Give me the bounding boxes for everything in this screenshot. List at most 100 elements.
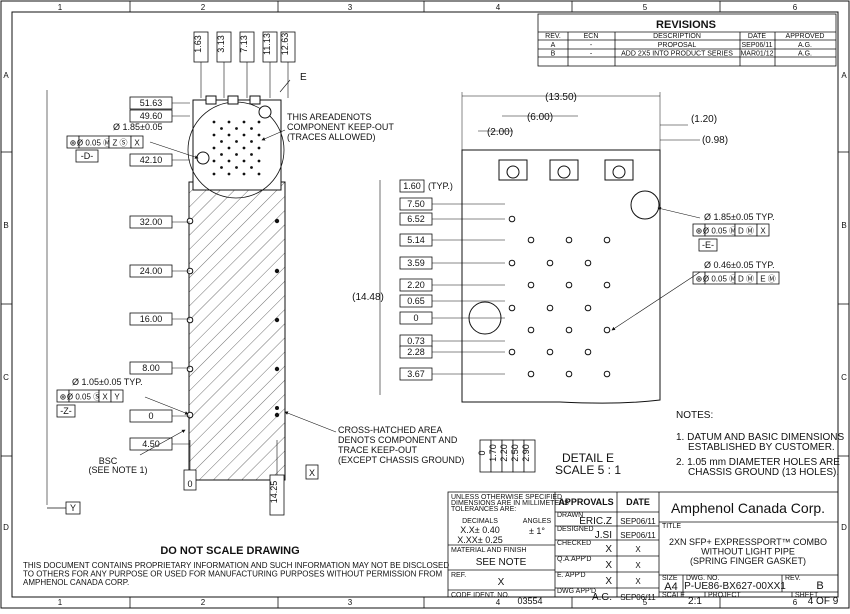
ref: X <box>498 577 505 588</box>
revision-header: REV. <box>545 33 561 40</box>
approval-role: DRAWN <box>557 512 583 519</box>
dim-098: (0.98) <box>702 135 728 146</box>
material: SEE NOTE <box>476 557 527 568</box>
detail-left-dim: 7.50 <box>407 199 425 209</box>
note-line: 2. 1.05 mm DIAMETER HOLES ARE <box>676 457 840 468</box>
detail-e-dimensions: (13.50)(6.00)(2.00)(1.20)(0.98)(14.48)1.… <box>352 92 780 477</box>
detail-bottom-dim: 2.20 <box>499 444 509 462</box>
tol-header: TOLERANCES ARE: <box>451 506 516 513</box>
approval-date: X <box>635 577 641 586</box>
detail-left-dim: 2.28 <box>407 347 425 357</box>
detail-bottom-dim: 2.90 <box>521 444 531 462</box>
zone-col-top: 1 <box>58 3 63 12</box>
revision-cell: - <box>590 42 593 49</box>
crosshatch-note: TRACE KEEP-OUT <box>338 445 418 455</box>
zone-row-right: B <box>841 221 846 230</box>
dim-1448: (14.48) <box>352 292 384 303</box>
approval-date: SEP06/11 <box>620 517 656 526</box>
tol-xx: X.XX± 0.25 <box>457 535 502 545</box>
approval-date: SEP06/11 <box>620 593 656 602</box>
keepout-note: THIS AREADENOTS <box>287 112 372 122</box>
keepout-note: COMPONENT KEEP-OUT <box>287 122 394 132</box>
zone-col-bottom: 6 <box>793 598 798 607</box>
crosshatch-area <box>188 181 286 481</box>
zone-row-left: D <box>3 523 9 532</box>
dim-120: (1.20) <box>691 114 717 125</box>
proprietary-line: AMPHENOL CANADA CORP. <box>23 578 129 587</box>
big-datum-hole <box>630 190 660 220</box>
datum-d: -D- <box>81 151 94 161</box>
revision-header: DATE <box>748 33 766 40</box>
revision-cell: PROPOSAL <box>658 42 697 49</box>
title-label: TITLE <box>662 523 681 530</box>
revision-cell: B <box>551 51 556 58</box>
date-label: DATE <box>626 497 650 507</box>
small-hole-fcf-cell: E Ⓜ <box>760 275 776 284</box>
ground-fcf-cell: X <box>102 393 108 402</box>
left-dim: 16.00 <box>140 314 163 324</box>
material-label: MATERIAL AND FINISH <box>451 547 526 554</box>
left-dim: 32.00 <box>140 217 163 227</box>
crosshatch-note: CROSS-HATCHED AREA <box>338 425 442 435</box>
rev: B <box>816 580 823 592</box>
big-hole-fcf-cell: D Ⓜ <box>738 227 754 236</box>
code-label: CODE IDENT. NO. <box>451 592 510 599</box>
detail-left-dim: 0.65 <box>407 296 425 306</box>
tol-angle: ± 1° <box>529 526 545 536</box>
zone-col-bottom: 3 <box>348 598 353 607</box>
revisions-table <box>537 13 837 67</box>
detail-bottom-dim: 0 <box>477 450 487 455</box>
revision-cell: A <box>551 42 556 49</box>
revision-header: DESCRIPTION <box>653 33 701 40</box>
datum-e: -E- <box>702 240 714 250</box>
ground-hole-note: Ø 1.05±0.05 TYP. <box>72 377 143 387</box>
left-dim: 51.63 <box>140 98 163 108</box>
proprietary-line: TO OTHERS FOR ANY PURPOSE OR USED FOR MA… <box>23 570 442 579</box>
dim-typ: (TYP.) <box>428 181 453 191</box>
zone-row-right: A <box>841 71 847 80</box>
bottom-dim-0: 0 <box>187 479 192 489</box>
dim-200: (2.00) <box>487 127 513 138</box>
zone-col-top: 2 <box>201 3 206 12</box>
detail-left-dim: 0 <box>413 313 418 323</box>
size-label: SIZE <box>662 575 678 582</box>
approver-name: ERIC.Z <box>579 516 612 527</box>
hole-note: Ø 1.85±0.05 <box>113 122 162 132</box>
zone-col-top: 3 <box>348 3 353 12</box>
top-dim: 3.13 <box>216 35 226 53</box>
approval-role: E. APP'D <box>557 572 586 579</box>
top-dim: 12.63 <box>280 33 290 56</box>
company-name: Amphenol Canada Corp. <box>671 500 825 516</box>
big-hole-fcf-cell: X <box>760 227 766 236</box>
revision-cell: A.G. <box>798 51 812 58</box>
detail-bottom-dim: 2.50 <box>510 444 520 462</box>
note-line: ESTABLISHED BY CUSTOMER. <box>688 442 835 453</box>
revision-cell: A.G. <box>798 42 812 49</box>
approval-date: X <box>635 561 641 570</box>
zone-row-left: B <box>3 221 8 230</box>
approval-role: DWG APP'D <box>557 588 596 595</box>
revisions-title: REVISIONS <box>656 19 716 31</box>
detail-left-dim: 2.20 <box>407 280 425 290</box>
left-view <box>186 95 286 481</box>
datum-y: Y <box>70 503 76 513</box>
top-dim: 7.13 <box>239 35 249 53</box>
zone-col-bottom: 2 <box>201 598 206 607</box>
approval-date: SEP06/11 <box>620 531 656 540</box>
project-label: PROJECT <box>708 592 741 599</box>
angles-label: ANGLES <box>523 518 552 525</box>
note-line: 1. DATUM AND BASIC DIMENSIONS <box>676 432 845 443</box>
revision-cell: ADD 2X5 INTO PRODUCT SERIES <box>621 51 733 58</box>
hole-fcf-cell: Ø 0.05 Ⓜ <box>77 139 111 148</box>
sheet-label: SHEET <box>795 592 819 599</box>
ground-fcf-cell: Ø 0.05 Ⓢ <box>67 393 101 402</box>
detail-pin-holes <box>508 215 611 378</box>
zone-row-right: C <box>841 373 847 382</box>
